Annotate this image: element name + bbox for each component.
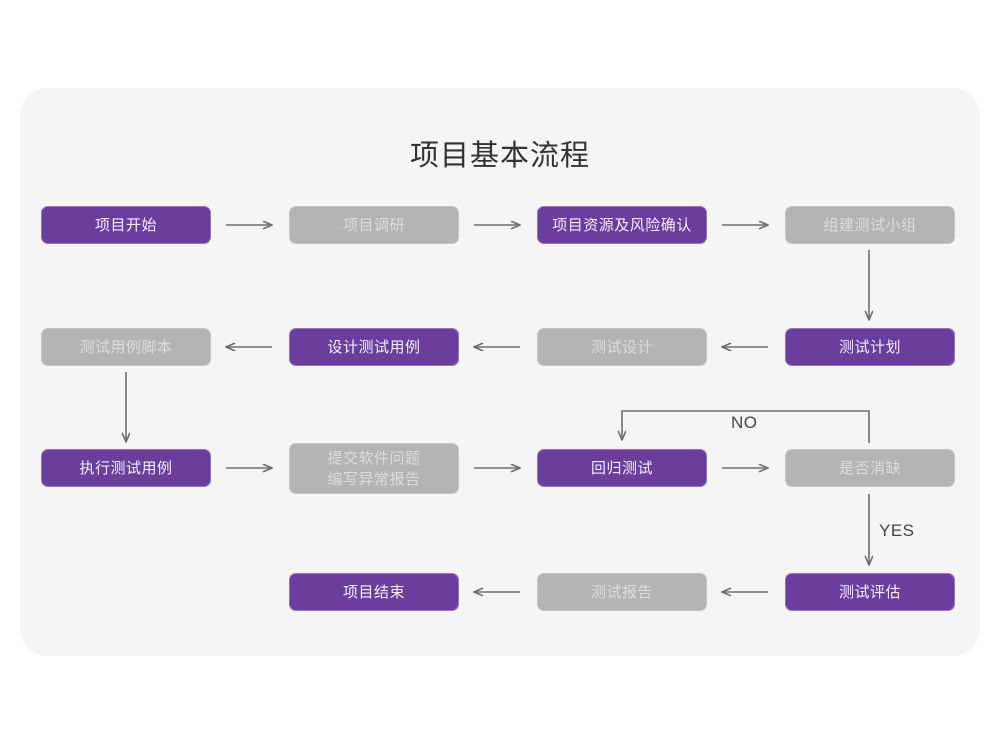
node-project-start[interactable]: 项目开始 (41, 206, 211, 244)
node-test-design[interactable]: 测试设计 (537, 328, 707, 366)
page-title: 项目基本流程 (409, 140, 590, 172)
node-form-test-team[interactable]: 组建测试小组 (785, 206, 955, 244)
node-regression-test[interactable]: 回归测试 (537, 449, 707, 487)
node-test-plan[interactable]: 测试计划 (785, 328, 955, 366)
node-test-case-script[interactable]: 测试用例脚本 (41, 328, 211, 366)
edge-label-yes: YES (879, 521, 915, 540)
node-defect-resolved[interactable]: 是否消缺 (785, 449, 955, 487)
node-submit-defect-report[interactable]: 提交软件问题 编写异常报告 (289, 443, 459, 494)
node-execute-test-case[interactable]: 执行测试用例 (41, 449, 211, 487)
node-project-end[interactable]: 项目结束 (289, 573, 459, 611)
node-project-research[interactable]: 项目调研 (289, 206, 459, 244)
node-resource-risk-confirm[interactable]: 项目资源及风险确认 (537, 206, 707, 244)
edge-label-no: NO (731, 413, 758, 432)
node-test-report[interactable]: 测试报告 (537, 573, 707, 611)
flowchart-card (20, 88, 980, 656)
node-test-evaluation[interactable]: 测试评估 (785, 573, 955, 611)
node-design-test-case[interactable]: 设计测试用例 (289, 328, 459, 366)
